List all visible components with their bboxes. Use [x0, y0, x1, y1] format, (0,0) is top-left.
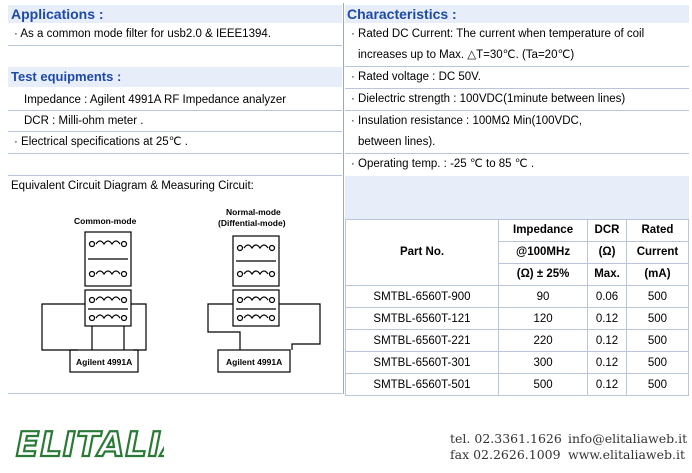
applications-header-band [8, 5, 342, 23]
test-equipments-header-band [8, 67, 342, 87]
header-impedance-tol: (Ω) ± 25% [497, 263, 589, 286]
header-dcr: DCR [587, 219, 627, 242]
characteristic-line: · Rated voltage : DC 50V. [351, 71, 481, 83]
header-impedance-freq: @100MHz [497, 241, 589, 264]
common-mode-circuit [41, 231, 147, 373]
header-impedance: Impedance [497, 219, 589, 242]
header-part-no: Part No. [345, 219, 499, 286]
spec-table-header-row: Part No. Impedance DCR Rated [345, 219, 690, 286]
spec-table: Part No. Impedance DCR Rated @100MHz (Ω)… [345, 219, 690, 396]
current-value: 500 [625, 351, 690, 374]
equivalent-circuit-diagram: Common-mode Normal-mode (Diffential-mode… [41, 207, 321, 373]
differential-mode-label: (Diffential-mode) [218, 218, 286, 228]
meter-left-label: Agilent 4991A [76, 357, 132, 367]
divider [8, 153, 342, 154]
table-row: SMTBL-6560T-301 300 0.12 500 [345, 351, 690, 374]
common-mode-label: Common-mode [74, 216, 137, 226]
test-equipment-impedance: Impedance : Agilent 4991A RF Impedance a… [24, 94, 287, 106]
dcr-value: 0.12 [587, 329, 627, 352]
current-value: 500 [625, 329, 690, 352]
header-current: Current [625, 241, 690, 264]
impedance-value: 90 [497, 285, 589, 308]
normal-mode-label: Normal-mode [226, 207, 281, 217]
contact-web[interactable]: www.elitaliaweb.it [568, 447, 685, 462]
part-number: SMTBL-6560T-900 [345, 285, 499, 308]
circuit-caption: Equivalent Circuit Diagram & Measuring C… [11, 180, 254, 192]
characteristics-header-band [345, 5, 689, 23]
characteristic-line: · Dielectric strength : 100VDC(1minute b… [351, 93, 626, 105]
spec-table-header-row: @100MHz (Ω) Current [346, 241, 690, 264]
dcr-value: 0.12 [587, 351, 627, 374]
part-number: SMTBL-6560T-221 [345, 329, 499, 352]
characteristic-line: between lines). [358, 136, 436, 148]
impedance-value: 300 [497, 351, 589, 374]
contact-email[interactable]: info@elitaliaweb.it [568, 431, 688, 446]
contact-phone: tel. 02.3361.1626 [450, 431, 562, 446]
header-current-unit: (mA) [625, 263, 690, 286]
characteristics-title: Characteristics : [347, 6, 457, 22]
table-row: SMTBL-6560T-221 220 0.12 500 [345, 329, 690, 352]
dcr-value: 0.06 [587, 285, 627, 308]
current-value: 500 [625, 307, 690, 330]
characteristic-line: · Rated DC Current: The current when tem… [351, 28, 645, 40]
part-number: SMTBL-6560T-501 [345, 373, 499, 396]
contact-fax: fax 02.2626.1009 [450, 447, 561, 462]
divider [8, 110, 342, 111]
header-rated: Rated [625, 219, 690, 242]
divider [8, 393, 342, 394]
part-number: SMTBL-6560T-301 [345, 351, 499, 374]
applications-title: Applications : [11, 6, 104, 22]
applications-item: · As a common mode filter for usb2.0 & I… [14, 28, 271, 40]
divider [8, 175, 342, 176]
meter-right-label: Agilent 4991A [226, 357, 282, 367]
current-value: 500 [625, 373, 690, 396]
table-row: SMTBL-6560T-900 90 0.06 500 [345, 285, 690, 308]
normal-mode-circuit [207, 235, 321, 373]
impedance-value: 500 [497, 373, 589, 396]
divider [345, 88, 689, 89]
divider [345, 153, 689, 154]
characteristic-line: · Insulation resistance : 100MΩ Min(100V… [351, 115, 583, 127]
elitalia-logo: ELITALIA [15, 424, 164, 464]
test-equipment-dcr: DCR : Milli-ohm meter . [24, 115, 144, 127]
part-number: SMTBL-6560T-121 [345, 307, 499, 330]
characteristics-empty-band [345, 176, 689, 219]
header-dcr-max: Max. [587, 263, 627, 286]
divider [345, 110, 689, 111]
header-dcr-unit: (Ω) [587, 241, 627, 264]
column-divider [343, 3, 344, 394]
current-value: 500 [625, 285, 690, 308]
test-equipments-title: Test equipments : [11, 69, 122, 84]
impedance-value: 120 [497, 307, 589, 330]
divider [8, 45, 342, 46]
dcr-value: 0.12 [587, 373, 627, 396]
table-row: SMTBL-6560T-121 120 0.12 500 [345, 307, 690, 330]
logo-text: ELITALIA [16, 425, 164, 464]
characteristic-line: · Operating temp. : -25 ℃ to 85 ℃ . [351, 158, 535, 170]
divider [8, 131, 342, 132]
table-row: SMTBL-6560T-501 500 0.12 500 [345, 373, 690, 396]
dcr-value: 0.12 [587, 307, 627, 330]
test-equipment-temperature: · Electrical specifications at 25℃ . [14, 136, 188, 148]
characteristic-line: increases up to Max. △T=30℃. (Ta=20℃) [358, 49, 575, 61]
divider [345, 66, 689, 67]
impedance-value: 220 [497, 329, 589, 352]
